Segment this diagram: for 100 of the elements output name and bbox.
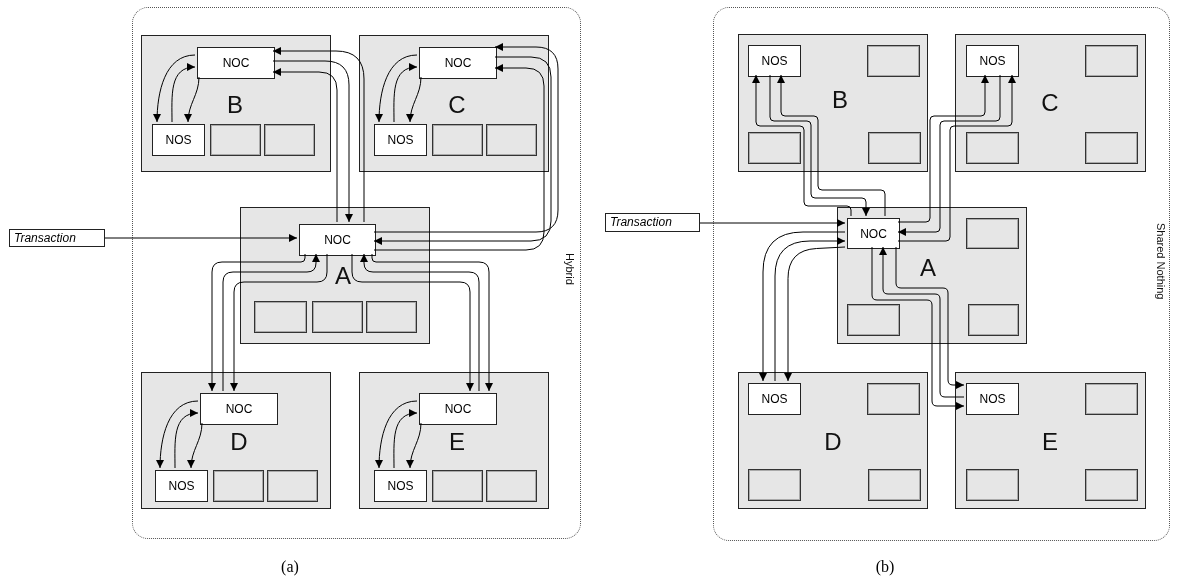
node-letter: A [920,255,936,281]
panel-caption: (a) [281,558,299,576]
module-box: NOS [966,383,1019,415]
arrow [897,74,1001,236]
arrow [777,74,886,217]
module-box: NOC [299,224,376,256]
empty-slot [966,469,1019,501]
arrow [373,43,559,233]
arrow [897,74,1016,242]
module-box: NOS [748,45,801,77]
panel-frame [713,7,1170,541]
arrow [774,237,846,382]
empty-slot [968,304,1019,336]
arrow [375,54,418,123]
arrow [371,253,493,392]
empty-slot [1085,132,1138,164]
node-letter: E [1042,429,1058,455]
arrow [184,76,200,123]
module-box: NOC [197,47,275,79]
arrow [752,74,852,217]
empty-slot [1085,469,1138,501]
empty-slot [267,470,318,502]
node-box [141,35,331,172]
arrow [104,234,298,242]
node-box [955,372,1146,509]
arrow [784,246,846,382]
module-box: NOS [374,124,427,156]
empty-slot [432,124,483,156]
empty-slot [432,470,483,502]
arrow [769,74,870,217]
empty-slot [312,301,363,333]
node-box [359,372,549,509]
arrow [895,246,965,389]
empty-slot [748,469,801,501]
empty-slot [867,383,920,415]
arrow [272,47,365,223]
arrow [222,253,320,392]
arrow [393,409,418,469]
empty-slot [210,124,261,156]
empty-slot [847,304,900,336]
arrow [759,231,846,382]
node-box [240,207,430,344]
node-letter: D [230,429,248,455]
arrow [879,246,965,398]
arrow [897,74,989,223]
node-box [955,34,1146,172]
module-box: NOS [152,124,205,156]
arrow [406,422,422,469]
node-letter: A [335,263,351,289]
node-letter: B [227,92,243,118]
panel-title: Shared Nothing [1155,223,1167,300]
empty-slot [1085,45,1138,77]
empty-slot [366,301,417,333]
empty-slot [868,469,921,501]
module-box: NOC [847,218,900,249]
label-box: Transaction [9,229,105,247]
node-letter: B [832,87,848,113]
empty-slot [486,470,537,502]
node-box [837,207,1027,344]
empty-slot [966,218,1019,249]
arrow [153,54,196,123]
arrow [699,219,846,227]
arrow [171,63,196,123]
arrow [230,253,328,392]
empty-slot [867,45,920,77]
node-box [141,372,331,509]
empty-slot [254,301,307,333]
panel-title: Hybrid [564,253,576,285]
panel-frame [132,7,581,539]
label-box: Transaction [605,213,700,232]
module-box: NOS [374,470,427,502]
arrow [156,400,199,469]
arrow [272,60,353,223]
module-box: NOS [966,45,1019,77]
node-letter: C [1041,90,1059,116]
arrow [187,422,203,469]
arrow [375,400,418,469]
empty-slot [264,124,315,156]
arrow [393,63,418,123]
arrow [272,68,338,223]
panel-caption: (b) [875,558,895,576]
empty-slot [868,132,921,164]
node-box [359,35,549,172]
empty-slot [966,132,1019,164]
empty-slot [486,124,537,156]
node-letter: C [448,92,466,118]
empty-slot [748,132,801,164]
arrow [406,76,422,123]
node-letter: D [824,429,842,455]
arrow [174,409,199,469]
module-box: NOS [748,383,801,415]
empty-slot [213,470,264,502]
node-box [738,372,928,509]
arrow [871,246,965,410]
empty-slot [1085,383,1138,415]
module-box: NOC [419,393,497,425]
module-box: NOS [155,470,208,502]
node-letter: E [449,429,465,455]
module-box: NOC [200,393,278,425]
node-box [738,34,928,172]
